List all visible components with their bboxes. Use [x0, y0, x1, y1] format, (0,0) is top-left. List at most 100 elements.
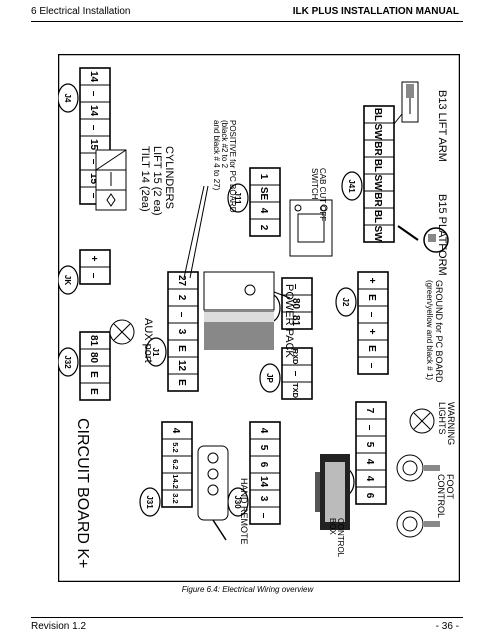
connector-pin: 7 — [364, 408, 375, 414]
connector-pin: E — [366, 294, 377, 301]
connector-pin: 12 — [176, 360, 187, 372]
connector-pin: SW — [372, 225, 383, 242]
control-box-icon — [315, 454, 350, 530]
lift-arm-sensor-icon — [393, 81, 419, 125]
connector-j30: 4 5 6 14 3 – J30 — [227, 421, 281, 525]
connector-pin: – — [290, 284, 301, 290]
aux-port-icon — [109, 319, 135, 345]
connector-pin: BL — [372, 108, 383, 121]
label-control-box-1: CONTROL — [336, 518, 345, 558]
connector-pin: 5 — [258, 445, 269, 451]
footer-rule — [31, 617, 463, 618]
connector-label: J2 — [341, 298, 350, 307]
connector-pin: 4 — [170, 428, 181, 434]
label-control: CONTROL — [436, 474, 446, 518]
connector-pin: 80 — [290, 298, 301, 310]
label-cylinders: CYLINDERS — [163, 146, 175, 209]
connector-pin: 80 — [88, 352, 99, 364]
connector-label: J4 — [63, 94, 72, 103]
connector-pin: 5 — [364, 442, 375, 448]
label-aux-port: AUX port — [142, 318, 154, 363]
connector-pin: E — [176, 345, 187, 352]
connector-pin: SW — [372, 174, 383, 191]
header-manual-title: ILK PLUS INSTALLATION MANUAL — [292, 6, 459, 17]
connector-pin: – — [258, 513, 269, 519]
connector-pin: 3 — [258, 496, 269, 502]
connector-j2: +E–+E–J2 — [335, 271, 389, 375]
connector-label: J31 — [145, 495, 154, 509]
connector-pin: BL — [372, 159, 383, 172]
footer-revision: Revision 1.2 — [31, 621, 87, 632]
connector-pin: 15 — [88, 139, 99, 151]
label-switch: SWITCH — [310, 168, 319, 200]
connector-pin: – — [88, 193, 99, 199]
connector-pin: 15 — [88, 173, 99, 185]
warning-light-icon — [409, 408, 435, 434]
connector-pin: SW — [372, 123, 383, 140]
connector-label: J32 — [63, 355, 72, 369]
foot-control-icon — [396, 454, 440, 538]
label-power-pack: POWER PACK — [283, 284, 295, 358]
label-positive: POSITIVE for PC BOARD — [228, 120, 237, 213]
connector-pin: 4 — [258, 428, 269, 434]
connector-pin: – — [88, 91, 99, 97]
label-positive-sub2: and black # 4 to 27) — [212, 120, 221, 191]
label-foot: FOOT — [445, 474, 455, 499]
header-rule — [31, 21, 463, 22]
connector-pin: E — [88, 371, 99, 378]
connector-pin: – — [88, 125, 99, 131]
connector-pin: 4 — [364, 476, 375, 482]
connector-pin: 2 — [176, 295, 187, 301]
connector-pin: 14 — [88, 105, 99, 117]
connector-pin: E — [176, 379, 187, 386]
cab-cut-off-switch-icon — [289, 199, 333, 257]
connector-jk: +–JK — [57, 249, 111, 295]
label-hand-remote: HAND REMOTE — [239, 478, 249, 545]
power-pack-icon — [203, 271, 291, 350]
connector-pin: – — [290, 371, 301, 377]
connector-pin: 5.2 — [171, 442, 180, 452]
connector-pin: 3.2 — [171, 493, 180, 503]
connector-pin: SE — [258, 187, 269, 201]
connector-pin: 2 — [258, 225, 269, 231]
connector-pin: 27 — [176, 275, 187, 287]
connector-pin: BR — [372, 141, 383, 156]
connector-pin: RXD — [291, 349, 300, 365]
connector-pin: BL — [372, 210, 383, 223]
label-lights: LIGHTS — [437, 402, 447, 435]
platform-sensor-icon — [397, 225, 449, 253]
connector-pin: 1 — [258, 174, 269, 180]
connector-pin: 6 — [258, 462, 269, 468]
connector-pin: 3 — [176, 329, 187, 335]
connector-pin: – — [88, 273, 99, 279]
connector-pin: 4 — [258, 208, 269, 214]
connector-pin: 4 — [364, 459, 375, 465]
label-ground: GROUND for PC BOARD — [434, 280, 444, 383]
label-ground-sub: (green/yellow and black # 1) — [425, 280, 434, 380]
connector-pin: 6.2 — [171, 459, 180, 469]
wiring-diagram: BLSWBRBLSWBRBLSWJ41+E–+E–J27–5446J31SE42… — [57, 53, 461, 583]
connector-label: J30 — [233, 495, 242, 509]
connector-pin: + — [366, 329, 377, 335]
label-tilt: TILT 14 (2ea) — [139, 146, 151, 212]
label-b13-lift-arm: B13 LIFT ARM — [436, 90, 448, 162]
connector-pin: – — [366, 312, 377, 318]
label-warning: WARNING — [446, 402, 456, 445]
label-b15-platform: B15 PLATFORM — [436, 194, 448, 276]
connector-pin: E — [88, 388, 99, 395]
label-control-box-2: BOX — [328, 518, 337, 536]
label-cab-cut-off: CAB CUT OFF — [318, 168, 327, 221]
connector-pin: 14 — [258, 476, 269, 488]
connector-label: JP — [265, 373, 274, 383]
diagram-title: CIRCUIT BOARD K+ — [74, 418, 91, 568]
connector-pin: 81 — [88, 335, 99, 347]
figure-caption: Figure 6.4: Electrical Wiring overview — [181, 585, 314, 594]
hand-remote-icon — [197, 445, 229, 541]
connector-pin: 81 — [290, 315, 301, 327]
connector-label: J1 — [151, 348, 160, 357]
connector-pin: 14 — [88, 71, 99, 83]
